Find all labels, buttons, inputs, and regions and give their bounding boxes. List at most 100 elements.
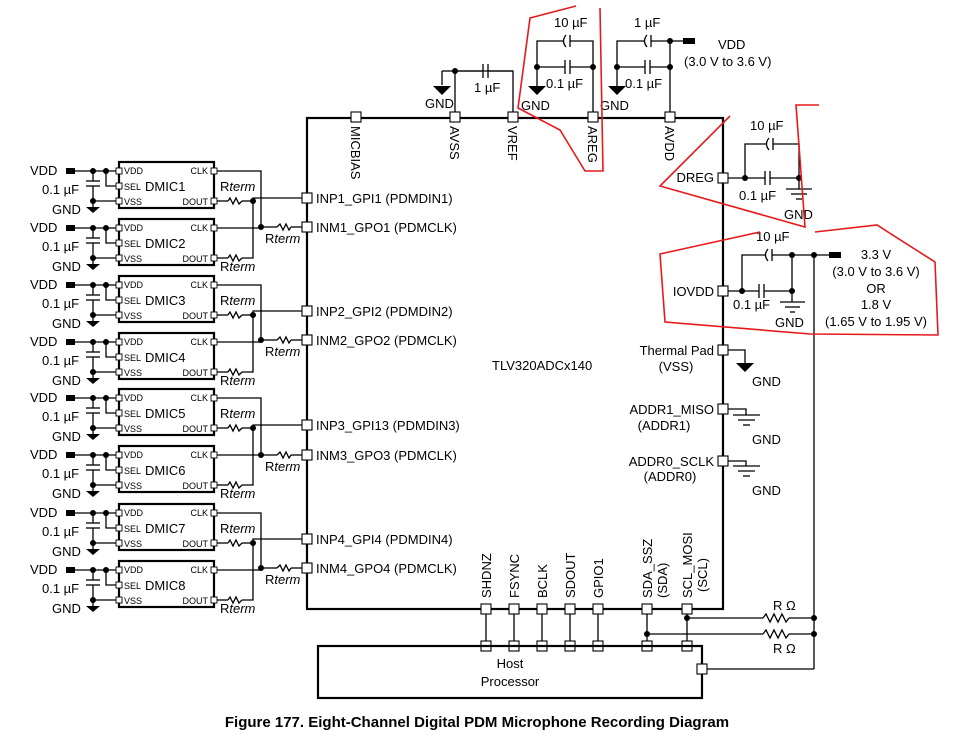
iovdd-highlight — [659, 224, 939, 336]
rterm-label: Rterm — [265, 344, 301, 359]
left-pins: INP1_GPI1 (PDMDIN1)INM1_GPO1 (PDMCLK)INP… — [301, 191, 460, 576]
rterm-label: Rterm — [220, 293, 256, 308]
gnd-icon — [86, 264, 100, 270]
pin-label-vref: VREF — [505, 126, 520, 161]
resistor-icon — [227, 196, 243, 206]
dmic-pin-clk: CLK — [190, 337, 208, 347]
dmic-pin-vdd: VDD — [124, 565, 144, 575]
dmic-pin-dout: DOUT — [183, 254, 209, 264]
dreg-network: 10 µF 0.1 µF GND — [728, 118, 813, 222]
vdd-label: VDD — [30, 390, 57, 405]
vdd-label: VDD — [718, 37, 745, 52]
supply-terminal-icon — [683, 38, 695, 44]
gnd-label: GND — [521, 98, 550, 113]
pin-bottom-shdnz — [480, 603, 492, 615]
pin-label-areg: AREG — [585, 126, 600, 163]
gnd-label: GND — [752, 374, 781, 389]
pin-label-bottom: SCL_MOSI — [680, 532, 695, 598]
gnd-icon — [86, 491, 100, 497]
rterm-label: Rterm — [220, 486, 256, 501]
cap-label: 0.1 µF — [42, 296, 79, 311]
pin-bottom-fsync — [508, 603, 520, 615]
dmic-pin-vss: VSS — [124, 596, 142, 606]
dmic-name: DMIC2 — [145, 236, 185, 251]
avdd-cap-big-label: 1 µF — [634, 15, 660, 30]
pin-label-addr1-sub: (ADDR1) — [638, 418, 691, 433]
pin-bottom-sda_ssz — [641, 603, 653, 615]
pin-label-left-2: INM1_GPO1 (PDMCLK) — [316, 220, 457, 235]
avdd-cap-small-label: 0.1 µF — [625, 76, 662, 91]
pin-label-addr1: ADDR1_MISO — [629, 402, 714, 417]
cap-label: 0.1 µF — [42, 466, 79, 481]
dmic-pin-vdd: VDD — [124, 280, 144, 290]
areg-cap-big-label: 10 µF — [554, 15, 588, 30]
vdd-label: VDD — [30, 163, 57, 178]
dmic-pin-vss: VSS — [124, 197, 142, 207]
dmic-pin-dout: DOUT — [183, 481, 209, 491]
dmic-name: DMIC6 — [145, 463, 185, 478]
pin-addr1 — [717, 403, 729, 415]
dmic-pin-sel: SEL — [124, 581, 141, 591]
gnd-icon — [86, 549, 100, 555]
rterm-label: Rterm — [220, 373, 256, 388]
supply-terminal-icon — [66, 395, 75, 401]
resistor-icon — [762, 612, 790, 624]
resistor-icon — [227, 595, 243, 605]
supply-terminal-icon — [66, 225, 75, 231]
pin-label-bottom: BCLK — [535, 564, 550, 598]
pin-label-left-7: INP4_GPI4 (PDMDIN4) — [316, 532, 453, 547]
pin-label-thermal: Thermal Pad — [640, 343, 714, 358]
cap-label: 0.1 µF — [42, 409, 79, 424]
pin-label-bottom: SHDNZ — [479, 553, 494, 598]
host-pin-iovdd — [696, 663, 708, 675]
pin-left-3 — [301, 305, 313, 317]
dmic-pin-dout: DOUT — [183, 197, 209, 207]
pin-label-left-3: INP2_GPI2 (PDMDIN2) — [316, 304, 453, 319]
host-processor: Host Processor — [316, 644, 814, 700]
cap-label: 0.1 µF — [42, 239, 79, 254]
dmic-pin-vdd: VDD — [124, 337, 144, 347]
pin-bottom-sdout — [564, 603, 576, 615]
dmic-pin-clk: CLK — [190, 450, 208, 460]
vref-network: GND 1 µF — [425, 64, 514, 112]
dmic-pin-clk: CLK — [190, 223, 208, 233]
pin-left-6 — [301, 449, 313, 461]
resistor-icon — [227, 310, 243, 320]
supply-terminal-icon — [66, 339, 75, 345]
vdd-range-label: (3.0 V to 3.6 V) — [684, 54, 771, 69]
gnd-label: GND — [52, 373, 81, 388]
figure-caption: Figure 177. Eight-Channel Digital PDM Mi… — [225, 714, 729, 731]
pin-label-left-4: INM2_GPO2 (PDMCLK) — [316, 333, 457, 348]
gnd-label: GND — [600, 98, 629, 113]
dmic-pin-vdd: VDD — [124, 393, 144, 403]
iovdd-supply-1v8-range: (1.65 V to 1.95 V) — [825, 314, 927, 329]
iovdd-supply-3v3-range: (3.0 V to 3.6 V) — [832, 264, 919, 279]
supply-terminal-icon — [66, 282, 75, 288]
pin-avss — [449, 111, 461, 123]
vdd-label: VDD — [30, 447, 57, 462]
iovdd-cap-small-label: 0.1 µF — [733, 297, 770, 312]
dmic-name: DMIC8 — [145, 578, 185, 593]
vdd-label: VDD — [30, 334, 57, 349]
gnd-label: GND — [52, 429, 81, 444]
rterm-label: Rterm — [220, 601, 256, 616]
dmic-pin-vss: VSS — [124, 368, 142, 378]
supply-terminal-icon — [829, 252, 841, 258]
iovdd-supply-3v3: 3.3 V — [861, 247, 892, 262]
pin-label-micbias: MICBIAS — [348, 126, 363, 180]
dmic-pin-sel: SEL — [124, 296, 141, 306]
resistor-icon — [227, 423, 243, 433]
supply-terminal-icon — [66, 567, 75, 573]
gnd-icon — [86, 207, 100, 213]
chip-name: TLV320ADCx140 — [492, 358, 592, 373]
pin-vref — [507, 111, 519, 123]
cap-label: 0.1 µF — [42, 581, 79, 596]
host-label-line1: Host — [497, 656, 524, 671]
right-pins: DREG IOVDD Thermal Pad (VSS) GND ADDR1_M… — [629, 170, 781, 498]
resistor-icon — [276, 450, 292, 460]
